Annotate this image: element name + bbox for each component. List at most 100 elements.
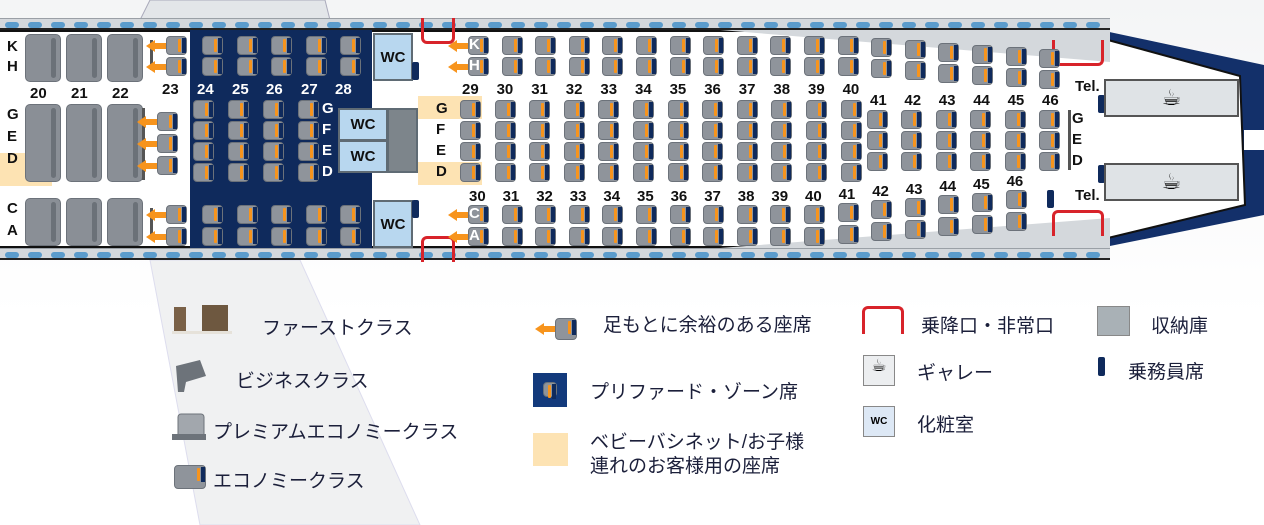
- economy-seat[interactable]: [837, 202, 859, 222]
- preferred-seat[interactable]: [202, 227, 223, 246]
- economy-seat[interactable]: [563, 100, 585, 119]
- economy-seat[interactable]: [871, 222, 893, 241]
- economy-seat[interactable]: [970, 152, 992, 171]
- preferred-seat[interactable]: [306, 57, 327, 76]
- economy-seat[interactable]: [736, 57, 758, 76]
- economy-seat[interactable]: [529, 121, 551, 140]
- economy-seat[interactable]: [633, 163, 654, 182]
- preferred-seat[interactable]: [271, 57, 292, 76]
- economy-seat[interactable]: [935, 152, 957, 171]
- economy-seat[interactable]: [669, 205, 691, 224]
- preferred-seat[interactable]: [263, 163, 284, 182]
- preferred-seat[interactable]: [306, 36, 327, 55]
- economy-seat[interactable]: [535, 227, 557, 246]
- economy-seat[interactable]: [702, 100, 724, 119]
- economy-seat[interactable]: [736, 100, 758, 119]
- economy-seat[interactable]: [1039, 131, 1060, 150]
- legroom-seat[interactable]: [157, 112, 178, 131]
- economy-seat[interactable]: [703, 205, 725, 224]
- economy-seat[interactable]: [840, 121, 862, 140]
- economy-seat[interactable]: [529, 163, 551, 182]
- legroom-seat[interactable]: [166, 205, 187, 224]
- economy-seat[interactable]: [636, 227, 657, 246]
- preferred-seat[interactable]: [271, 205, 292, 224]
- legroom-seat[interactable]: [468, 57, 489, 76]
- business-seat-block[interactable]: [66, 104, 102, 182]
- economy-seat[interactable]: [771, 100, 793, 119]
- preferred-seat[interactable]: [298, 121, 319, 140]
- economy-seat[interactable]: [736, 36, 758, 55]
- economy-seat[interactable]: [494, 100, 516, 119]
- economy-seat[interactable]: [771, 121, 793, 140]
- economy-seat[interactable]: [568, 57, 590, 76]
- economy-seat[interactable]: [535, 205, 557, 224]
- economy-seat[interactable]: [702, 121, 724, 140]
- economy-seat[interactable]: [771, 142, 793, 161]
- economy-seat[interactable]: [972, 192, 993, 212]
- preferred-seat[interactable]: [202, 57, 223, 76]
- economy-seat[interactable]: [935, 110, 957, 129]
- economy-seat[interactable]: [867, 152, 888, 171]
- economy-seat[interactable]: [771, 163, 793, 182]
- legroom-seat[interactable]: [166, 57, 187, 76]
- economy-seat[interactable]: [703, 57, 725, 76]
- economy-seat[interactable]: [837, 224, 859, 244]
- preferred-seat[interactable]: [193, 100, 214, 119]
- economy-seat[interactable]: [904, 197, 926, 217]
- economy-seat[interactable]: [535, 36, 557, 55]
- preferred-seat[interactable]: [202, 36, 223, 55]
- economy-seat[interactable]: [806, 142, 827, 161]
- economy-seat[interactable]: [669, 227, 691, 246]
- economy-seat[interactable]: [904, 61, 926, 81]
- legroom-seat[interactable]: [157, 134, 178, 153]
- economy-seat[interactable]: [563, 142, 585, 161]
- economy-seat[interactable]: [535, 57, 557, 76]
- economy-seat[interactable]: [563, 121, 585, 140]
- economy-seat[interactable]: [938, 63, 960, 83]
- economy-seat[interactable]: [806, 163, 827, 182]
- economy-seat[interactable]: [901, 110, 923, 129]
- economy-seat[interactable]: [867, 131, 888, 150]
- economy-seat[interactable]: [938, 217, 960, 236]
- economy-seat[interactable]: [669, 36, 691, 55]
- economy-seat[interactable]: [1004, 110, 1026, 129]
- economy-seat[interactable]: [806, 121, 827, 140]
- economy-seat[interactable]: [806, 100, 827, 119]
- economy-seat[interactable]: [602, 57, 624, 76]
- preferred-seat[interactable]: [228, 163, 249, 182]
- preferred-seat[interactable]: [237, 227, 258, 246]
- economy-seat[interactable]: [901, 131, 923, 150]
- preferred-seat[interactable]: [263, 100, 284, 119]
- preferred-seat[interactable]: [237, 205, 258, 224]
- economy-seat[interactable]: [602, 205, 624, 224]
- preferred-seat[interactable]: [228, 121, 249, 140]
- economy-seat[interactable]: [970, 131, 992, 150]
- preferred-seat[interactable]: [228, 142, 249, 161]
- economy-seat[interactable]: [667, 163, 689, 182]
- economy-seat[interactable]: [837, 57, 859, 76]
- preferred-seat[interactable]: [237, 36, 258, 55]
- economy-seat[interactable]: [501, 205, 523, 224]
- economy-seat[interactable]: [598, 163, 620, 182]
- economy-seat[interactable]: [972, 214, 993, 234]
- economy-seat[interactable]: [804, 57, 825, 76]
- legroom-seat[interactable]: [157, 156, 178, 175]
- economy-seat[interactable]: [669, 57, 691, 76]
- economy-seat[interactable]: [1039, 49, 1061, 69]
- economy-seat[interactable]: [1005, 68, 1027, 87]
- economy-seat[interactable]: [804, 205, 825, 224]
- preferred-seat[interactable]: [193, 142, 214, 161]
- economy-seat[interactable]: [736, 227, 758, 246]
- economy-seat[interactable]: [1004, 152, 1026, 171]
- economy-seat[interactable]: [804, 227, 825, 246]
- economy-seat[interactable]: [598, 121, 620, 140]
- economy-seat[interactable]: [460, 121, 481, 140]
- economy-seat[interactable]: [598, 142, 620, 161]
- business-seat-block[interactable]: [25, 104, 61, 182]
- economy-seat[interactable]: [602, 227, 624, 246]
- economy-seat[interactable]: [494, 163, 516, 182]
- business-seat-block[interactable]: [66, 34, 102, 82]
- economy-seat[interactable]: [901, 152, 923, 171]
- economy-seat[interactable]: [1039, 110, 1060, 129]
- economy-seat[interactable]: [633, 142, 654, 161]
